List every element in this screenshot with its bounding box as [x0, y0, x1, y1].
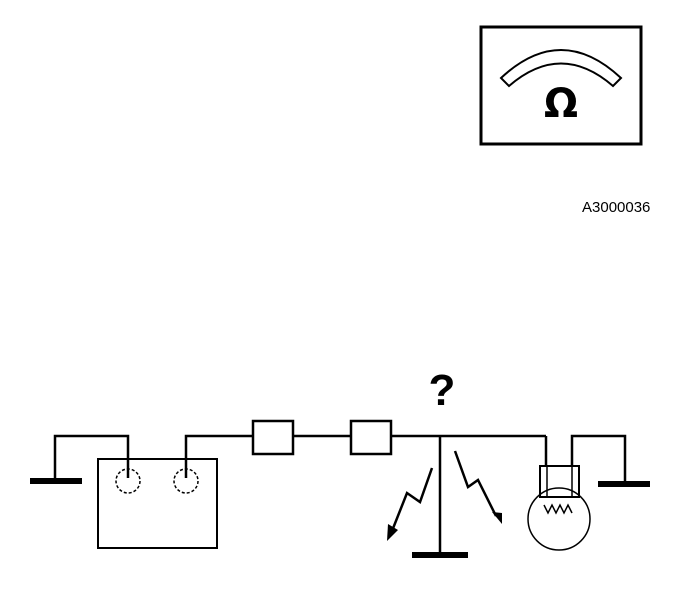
ohmmeter: Ω [479, 25, 643, 146]
battery-icon [97, 458, 218, 549]
connector-2 [349, 419, 393, 456]
question-mark: ? [429, 366, 456, 415]
right-lightning-arrow-icon [453, 450, 498, 517]
left-lightning-arrow-icon [390, 467, 434, 532]
bulb-filament [543, 503, 573, 515]
left-lightning-arrowhead [387, 524, 398, 541]
connectors [251, 419, 546, 456]
lamp-circuit [527, 434, 650, 551]
connector-1 [251, 419, 295, 456]
wire-ground-to-terminal [53, 434, 130, 481]
right-lightning-arrowhead [492, 512, 502, 524]
ohmmeter-symbol: Ω [544, 81, 578, 127]
figure-code: A3000036 [582, 199, 650, 216]
battery-negative-terminal [115, 468, 141, 494]
battery-circuit [30, 434, 253, 549]
ohmmeter-frame [479, 25, 643, 146]
lamp-socket [539, 465, 580, 498]
short-to-ground [387, 436, 502, 558]
wire-lamp-to-ground [570, 434, 627, 484]
ohmmeter-scale-arc [499, 49, 623, 88]
wire-battery-to-connector [184, 434, 253, 478]
bulb-icon [527, 487, 591, 551]
